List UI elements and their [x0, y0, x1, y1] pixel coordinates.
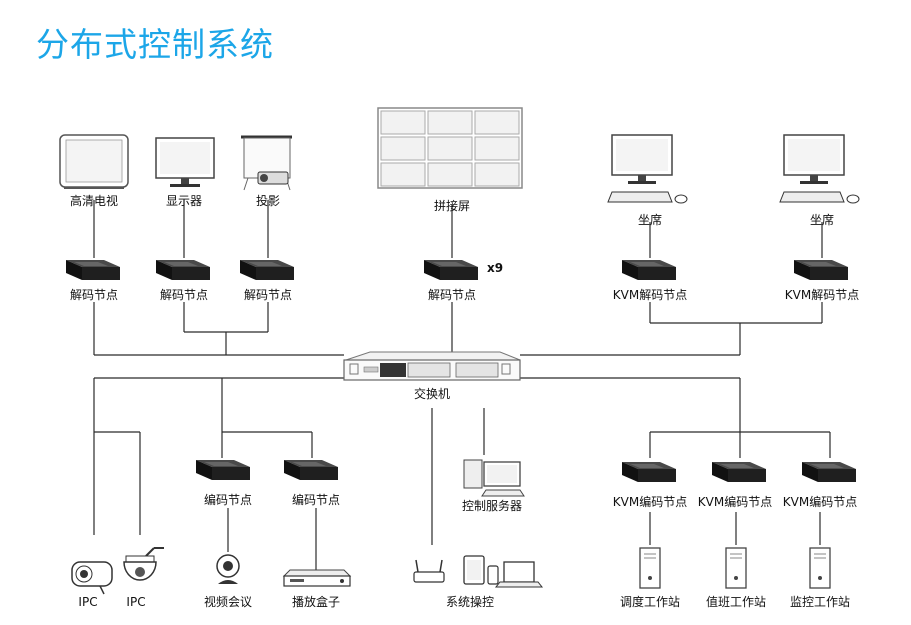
- projector-label: 投影: [256, 193, 280, 208]
- duty-workstation-label: 值班工作站: [706, 594, 766, 609]
- workstation-tower-icon: [809, 547, 831, 589]
- encode-node-label: 编码节点: [204, 492, 252, 507]
- kvm-decode-node-icon: [622, 260, 676, 280]
- set-top-box-icon: [282, 569, 352, 587]
- decode-node-icon: [424, 260, 478, 280]
- dispatch-workstation-label: 调度工作站: [620, 594, 680, 609]
- phone-icon: [487, 565, 499, 585]
- workstation-tower-icon: [639, 547, 661, 589]
- ipc-label: IPC: [78, 595, 97, 609]
- hdtv-icon: [59, 134, 129, 189]
- webcam-icon: [216, 554, 240, 584]
- connection-lines: [93, 200, 831, 572]
- hdtv-label: 高清电视: [70, 193, 118, 208]
- decode-node-label: 解码节点: [70, 288, 118, 302]
- decode-node-label: 解码节点: [428, 288, 476, 302]
- kvm-decode-node-icon: [794, 260, 848, 280]
- videowall-icon: [377, 107, 523, 189]
- system-control-label: 系统操控: [446, 594, 494, 609]
- seat-workstation-icon: [607, 134, 688, 204]
- projector-icon: [241, 135, 292, 191]
- laptop-icon: [494, 561, 544, 588]
- monitor-icon: [155, 137, 215, 187]
- decode-node-icon: [66, 260, 120, 280]
- workstation-tower-icon: [725, 547, 747, 589]
- ipc-bullet-camera-icon: [71, 561, 113, 595]
- encode-node-label: 编码节点: [292, 492, 340, 507]
- seat-left-label: 坐席: [638, 212, 662, 227]
- decode-node-icon: [240, 260, 294, 280]
- control-server-label: 控制服务器: [462, 498, 522, 513]
- ipc-dome-camera-icon: [123, 547, 164, 581]
- ipc-label: IPC: [126, 595, 145, 609]
- encode-node-icon: [284, 460, 338, 480]
- tablet-icon: [463, 555, 485, 585]
- kvm-encode-node-label: KVM编码节点: [613, 494, 687, 509]
- router-icon: [413, 559, 445, 583]
- videowall-label: 拼接屏: [434, 198, 470, 213]
- seat-right-label: 坐席: [810, 212, 834, 227]
- kvm-encode-node-icon: [622, 462, 676, 482]
- decode-node-label: 解码节点: [244, 288, 292, 302]
- decode-node-icon: [156, 260, 210, 280]
- control-server-icon: [463, 459, 525, 497]
- set-top-box-label: 播放盒子: [292, 594, 340, 609]
- monitor-label: 显示器: [166, 194, 202, 208]
- kvm-encode-node-icon: [712, 462, 766, 482]
- kvm-encode-node-label: KVM编码节点: [783, 494, 857, 509]
- multiplier-label: x9: [487, 261, 503, 275]
- switch-label: 交换机: [414, 386, 450, 401]
- video-conference-label: 视频会议: [204, 594, 252, 609]
- kvm-decode-node-label: KVM解码节点: [613, 288, 687, 302]
- switch-icon: [343, 351, 521, 381]
- encode-node-icon: [196, 460, 250, 480]
- seat-workstation-icon: [779, 134, 860, 204]
- page-title: 分布式控制系统: [36, 25, 274, 64]
- decode-node-label: 解码节点: [160, 288, 208, 302]
- kvm-encode-node-icon: [802, 462, 856, 482]
- monitor-workstation-label: 监控工作站: [790, 595, 850, 609]
- kvm-encode-node-label: KVM编码节点: [698, 494, 772, 509]
- kvm-decode-node-label: KVM解码节点: [785, 288, 859, 302]
